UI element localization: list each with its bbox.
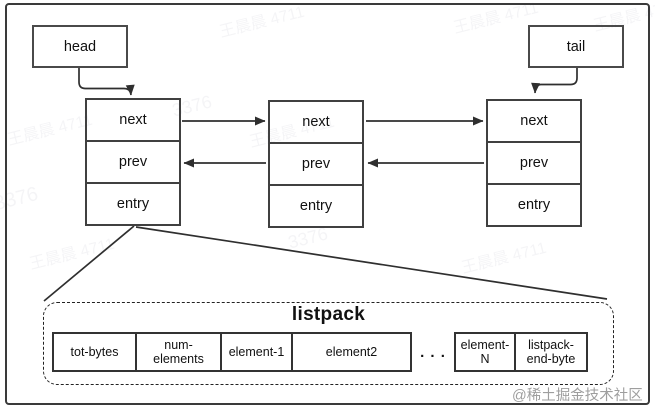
list-node-1: next prev entry (85, 98, 181, 226)
list-node-2: next prev entry (268, 100, 364, 228)
listpack-cell-end-byte: listpack-end-byte (516, 332, 588, 372)
listpack-cell-element2: element2 (293, 332, 412, 372)
listpack-cells-right: element-N listpack-end-byte (454, 332, 588, 372)
head-label: head (63, 38, 97, 55)
listpack-cells-left: tot-bytes num-elements element-1 element… (52, 332, 412, 372)
node3-prev-cell: prev (486, 141, 582, 185)
node1-entry-cell: entry (85, 182, 181, 226)
node1-next-cell: next (85, 98, 181, 142)
community-watermark: @稀土掘金技术社区 (512, 388, 643, 404)
tail-box: tail (528, 25, 624, 68)
node3-next-cell: next (486, 99, 582, 143)
listpack-dashed-box (43, 302, 614, 385)
list-node-3: next prev entry (486, 99, 582, 227)
tail-label: tail (566, 38, 586, 55)
node2-entry-cell: entry (268, 184, 364, 228)
listpack-title: listpack (291, 304, 366, 325)
head-box: head (32, 25, 128, 68)
outer-frame (5, 3, 650, 405)
listpack-cell-element-1: element-1 (222, 332, 293, 372)
node3-entry-cell: entry (486, 183, 582, 227)
listpack-cell-num-elements: num-elements (137, 332, 222, 372)
listpack-cell-tot-bytes: tot-bytes (52, 332, 137, 372)
node2-next-cell: next (268, 100, 364, 144)
listpack-ellipsis: . . . (420, 343, 446, 361)
node1-prev-cell: prev (85, 140, 181, 184)
node2-prev-cell: prev (268, 142, 364, 186)
listpack-cell-element-N: element-N (454, 332, 516, 372)
